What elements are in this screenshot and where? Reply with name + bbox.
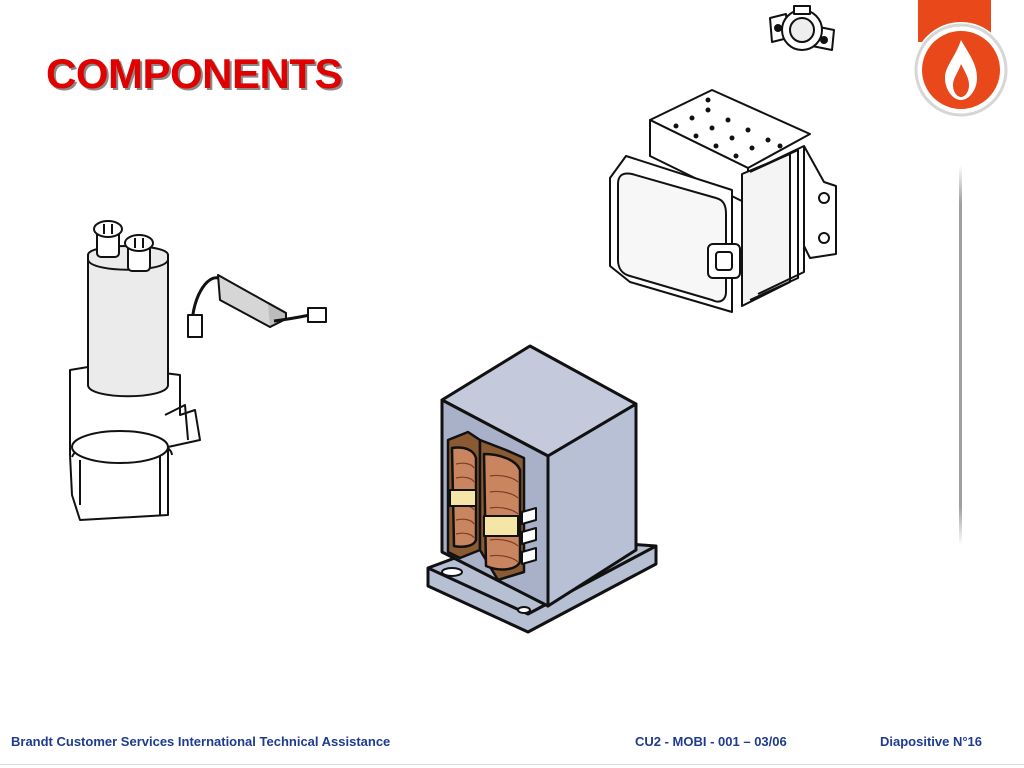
flame-logo-icon — [913, 22, 1009, 118]
side-divider — [959, 165, 962, 545]
thermostat-illustration — [769, 5, 835, 51]
footer-slide-number: Diapositive N°16 — [880, 734, 983, 749]
capacitor-illustration — [69, 220, 327, 521]
footer-company: Brandt Customer Services International T… — [11, 734, 391, 749]
transformer-illustration — [426, 344, 658, 634]
slide-title: COMPONENTS — [46, 50, 343, 97]
magnetron-illustration — [609, 89, 837, 313]
footer-divider — [0, 764, 1024, 765]
footer-document-code: CU2 - MOBI - 001 – 03/06 — [635, 734, 787, 749]
